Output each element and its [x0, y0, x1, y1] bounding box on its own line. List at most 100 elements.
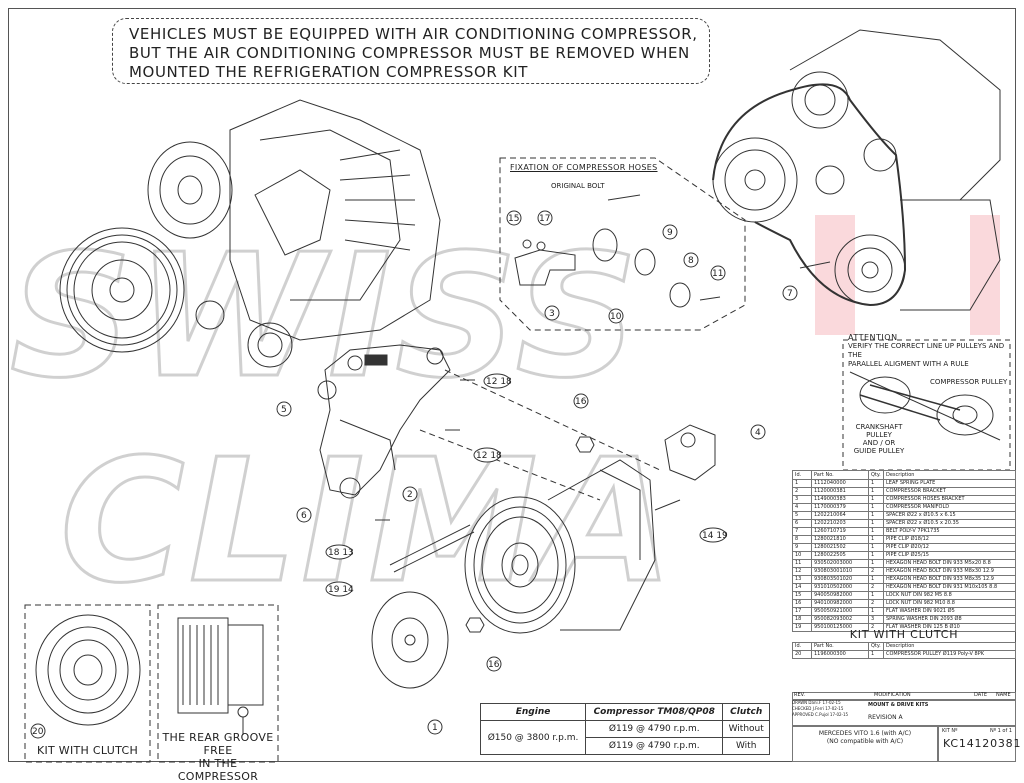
tb-name: NAME [996, 692, 1011, 698]
engine-assembly-left [59, 99, 441, 368]
attention-title: ATTENTION [848, 333, 898, 342]
parts-cell: 1149000383 [811, 495, 869, 504]
original-bolt-label: ORIGINAL BOLT [551, 182, 605, 190]
parts-cell: 7 [792, 527, 812, 536]
callout-6 [296, 507, 312, 523]
watermark-text-1: SWISS [10, 218, 642, 416]
compressor-speed-cell: Ø119 @ 4790 r.p.m. [585, 737, 724, 755]
callout-1 [427, 719, 443, 735]
inset-rear-groove [157, 604, 279, 763]
lock-nut-16 [575, 436, 595, 453]
kit-with-clutch-table: Id. Part No. Qty. Description 20 1196000… [792, 642, 1016, 659]
svg-text:7: 7 [787, 289, 793, 299]
parts-cell: 8 [792, 535, 812, 544]
kit-clutch-cell: 1 [868, 650, 884, 659]
parts-cell: 9 [792, 543, 812, 552]
kit-with-clutch-title: KIT WITH CLUTCH [849, 628, 959, 641]
svg-text:14 19: 14 19 [702, 531, 728, 541]
compressor-bracket [319, 344, 451, 496]
svg-text:18 13: 18 13 [328, 548, 354, 558]
tb-rev: REV. [794, 692, 805, 698]
callout-19-14 [325, 581, 353, 597]
parts-cell: 1 [868, 591, 884, 600]
tb-kit-label: KIT Nº [942, 728, 958, 734]
svg-text:3: 3 [549, 309, 555, 319]
svg-text:20: 20 [32, 727, 44, 737]
svg-text:2: 2 [407, 490, 413, 500]
parts-cell: SPRING WASHER DIN 2093 Ø8 [883, 615, 1016, 624]
svg-text:12 18: 12 18 [486, 377, 512, 387]
engine-table-row: Ø119 @ 4790 r.p.m. With [481, 737, 770, 755]
pipe-clip-9 [634, 248, 656, 276]
parts-cell: 1 [792, 479, 812, 488]
parts-cell: COMPRESSOR MANIFOLD [883, 503, 1016, 512]
kit-clutch-cell: COMPRESSOR PULLEY Ø119 Poly-V 8PK [883, 650, 1016, 659]
svg-text:11: 11 [712, 269, 723, 279]
leaf-spring-plate [371, 591, 449, 689]
kit-clutch-header-row: Id. Part No. Qty. Description [792, 642, 1016, 651]
parts-cell: 1 [868, 495, 884, 504]
parts-cell: 16 [792, 599, 812, 608]
parts-cell: 930803001010 [811, 567, 869, 576]
attention-line-1: VERIFY THE CORRECT LINE UP PULLEYS AND T… [848, 342, 1005, 359]
parts-cell: 1280021502 [811, 543, 869, 552]
parts-cell: 1 [868, 535, 884, 544]
parts-header-qty: Qty. [868, 470, 884, 480]
svg-text:8: 8 [688, 256, 694, 266]
crank-label-3: GUIDE PULLEY [853, 447, 905, 455]
engine-speed-table: Engine Compressor TM08/QP08 Clutch Ø150 … [479, 703, 770, 755]
long-bolt [389, 524, 471, 566]
pipe-clip-10 [592, 228, 618, 262]
parts-header-id: Id. [792, 470, 812, 480]
kit-clutch-header-id: Id. [792, 642, 812, 651]
parts-cell: FLAT WASHER DIN 125 B Ø10 [883, 623, 1016, 632]
note-line-1: VEHICLES MUST BE EQUIPPED WITH AIR CONDI… [129, 25, 698, 43]
parts-header-partno: Part No. [811, 470, 869, 480]
parts-cell: 1 [868, 559, 884, 568]
callout-12-18a [483, 373, 511, 389]
note-line-2: BUT THE AIR CONDITIONING COMPRESSOR MUST… [129, 44, 690, 62]
tb-modification: MODIFICATION [874, 692, 911, 698]
parts-cell: HEXAGON HEAD BOLT DIN 933 M8x35 12.9 [883, 575, 1016, 584]
callout-18-13 [325, 544, 353, 560]
parts-cell: 940100982000 [811, 599, 869, 608]
tb-mount: MOUNT & DRIVE KITS [868, 702, 929, 708]
compressor-exploded-view [317, 344, 716, 689]
svg-text:4: 4 [755, 428, 761, 438]
title-block: REV. MODIFICATION DATE NAME DRAWN Dani.F… [792, 692, 1020, 762]
tb-date: DATE [974, 692, 988, 698]
kit-clutch-header-partno: Part No. [811, 642, 869, 651]
svg-text:15: 15 [508, 214, 519, 224]
clutch-cell: Without [722, 720, 770, 738]
parts-cell: SPACER Ø22 x Ø10.5 x 20.35 [883, 519, 1016, 528]
pipe-clip-8 [669, 282, 691, 308]
crank-label-2: AND / OR [862, 439, 896, 447]
tb-sheet: Nº 1 of 1 [989, 728, 1012, 734]
callout-9 [662, 224, 678, 240]
callout-8 [683, 252, 699, 268]
inset-kit-clutch-caption: KIT WITH CLUTCH [36, 744, 139, 757]
parts-cell: 18 [792, 615, 812, 624]
kit-clutch-header-qty: Qty. [868, 642, 884, 651]
tb-approval-row [792, 700, 1016, 726]
tb-vehicle: MERCEDES VITO 1.6 (with A/C) (NO compati… [792, 726, 938, 762]
inset-kit-with-clutch [24, 604, 151, 763]
callout-16a [573, 393, 589, 409]
parts-cell: 2 [792, 487, 812, 496]
parts-cell: HEXAGON HEAD BOLT DIN 933 M8x30 12.9 [883, 567, 1016, 576]
parts-cell: 14 [792, 583, 812, 592]
lock-nut-16b [465, 617, 485, 633]
svg-text:9: 9 [667, 228, 673, 238]
parts-cell: 11 [792, 559, 812, 568]
parts-cell: PIPE CLIP Ø20/12 [883, 543, 1016, 552]
